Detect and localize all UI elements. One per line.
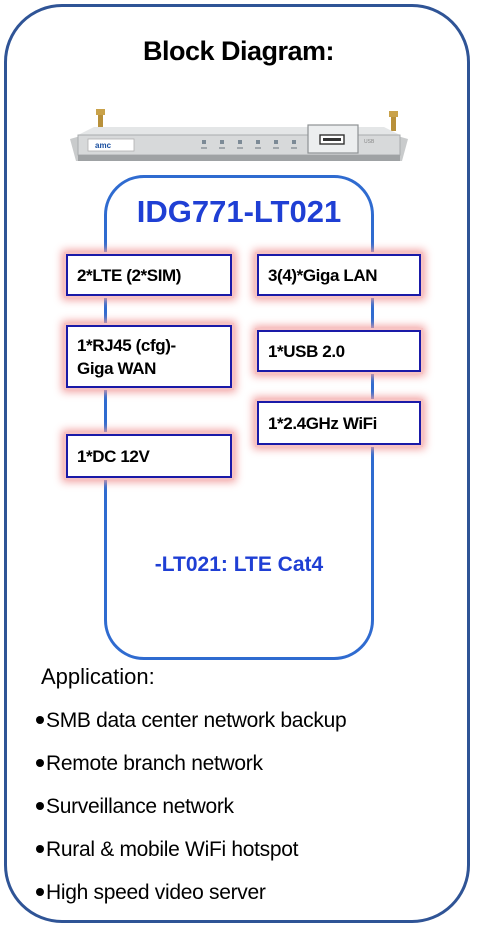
interface-lte: 2*LTE (2*SIM) [66, 254, 232, 296]
model-name: IDG771-LT021 [136, 194, 342, 229]
model-note: -LT021: LTE Cat4 [154, 553, 324, 576]
interface-giga-lan: 3(4)*Giga LAN [257, 254, 421, 296]
antenna-right-icon [389, 111, 398, 131]
list-item: High speed video server [36, 878, 346, 921]
router-device-image: amc USB [70, 109, 408, 161]
bullet-icon [36, 887, 44, 896]
bullet-icon [36, 801, 44, 810]
application-list: SMB data center network backup Remote br… [36, 706, 347, 921]
interface-dc-power: 1*DC 12V [66, 434, 232, 478]
led-indicators [202, 140, 296, 144]
interface-wifi: 1*2.4GHz WiFi [257, 401, 421, 445]
brand-logo: amc [95, 141, 112, 150]
page-title: Block Diagram: [142, 36, 335, 66]
bullet-icon [36, 715, 44, 724]
list-item: SMB data center network backup [36, 706, 347, 749]
bullet-icon [36, 758, 44, 767]
interface-usb: 1*USB 2.0 [257, 330, 421, 372]
list-item: Remote branch network [36, 749, 346, 792]
bullet-icon [36, 844, 44, 853]
antenna-left-icon [96, 109, 105, 129]
list-item: Surveillance network [36, 792, 346, 835]
svg-text:USB: USB [364, 139, 375, 145]
outer-frame [4, 4, 470, 923]
application-title: Application: [41, 664, 155, 689]
list-item: Rural & mobile WiFi hotspot [36, 835, 346, 878]
interface-rj45-wan: 1*RJ45 (cfg)- Giga WAN [66, 325, 232, 388]
